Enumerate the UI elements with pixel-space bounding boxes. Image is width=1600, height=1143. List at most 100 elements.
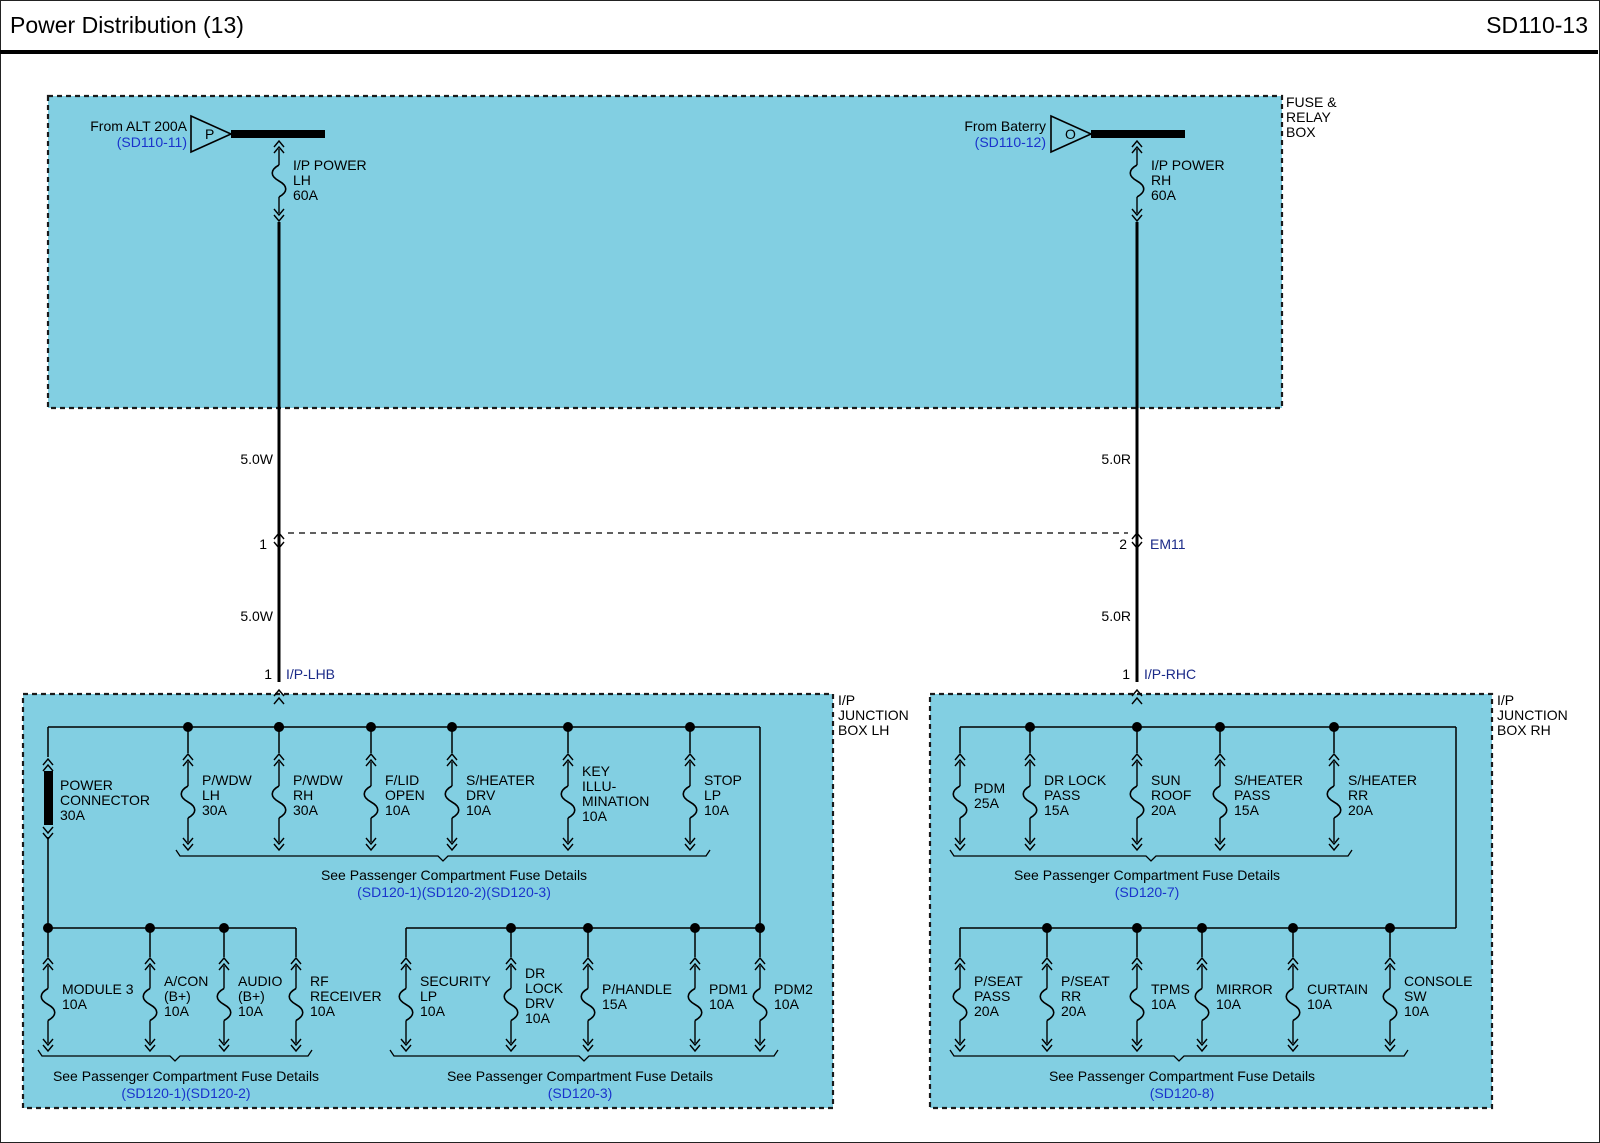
terminal-chevron [1131, 696, 1143, 705]
fuse-lh-bottom-left-label: (B+) [164, 988, 191, 1004]
junction-box-lh-label: I/P [838, 692, 855, 708]
fuse-lh-bottom-right-label: PDM2 [774, 981, 813, 997]
junction-box-lh-label: JUNCTION [838, 707, 909, 723]
junction-box-lh [21, 692, 835, 1110]
fuse-lh-bottom-left-label: 10A [310, 1003, 336, 1019]
fuse-rh-top-label: S/HEATER [1234, 772, 1303, 788]
details-note: See Passenger Compartment Fuse Details [1049, 1068, 1315, 1084]
fuse-rh-top [1212, 785, 1228, 819]
fuse-lh-top-label: LP [704, 787, 721, 803]
terminal-chevron [1131, 752, 1143, 761]
source-arrow [1050, 114, 1093, 154]
details-ref: (SD120-8) [1150, 1085, 1215, 1101]
fuse-lh-bottom-right-label: 15A [602, 996, 628, 1012]
terminal-chevron [505, 1044, 517, 1053]
terminal-chevron [1024, 843, 1036, 852]
terminal-chevron [1131, 843, 1143, 852]
terminal-chevron [954, 1044, 966, 1053]
terminal-chevron [1131, 956, 1143, 965]
fuse-lh-top-label: P/WDW [202, 772, 253, 788]
connector-pin: 1 [1122, 666, 1130, 682]
fuse-lh-bottom-left-label: RF [310, 973, 329, 989]
fuse-lh-top-label: S/HEATER [466, 772, 535, 788]
terminal-chevron [42, 1038, 54, 1047]
terminal-chevron [1196, 962, 1208, 971]
terminal-chevron [144, 962, 156, 971]
terminal-chevron [273, 214, 285, 223]
fuse-rh-top-label: SUN [1151, 772, 1181, 788]
fuse-lh-top [363, 785, 379, 819]
fuse-rh-bottom [1285, 987, 1301, 1022]
terminal-chevron [400, 962, 412, 971]
fuse-lh-top-label: 10A [582, 808, 608, 824]
terminal-chevron [273, 531, 285, 540]
fuse-rh-top-label: 15A [1234, 802, 1260, 818]
main-fuse [1129, 164, 1145, 198]
fuse-lh-top-label: RH [293, 787, 313, 803]
fuse-relay-box-label: RELAY [1286, 109, 1332, 125]
details-note: See Passenger Compartment Fuse Details [321, 867, 587, 883]
details-bracket [949, 849, 1353, 862]
junction-box-rh-label: I/P [1497, 692, 1514, 708]
fuse-lh-bottom-left-label: AUDIO [238, 973, 282, 989]
fuse-rh-top [1129, 785, 1145, 819]
source-symbol: P [205, 126, 214, 142]
fuse-lh-top-label: DRV [466, 787, 496, 803]
terminal-chevron [954, 1038, 966, 1047]
main-fuse-label: 60A [293, 187, 319, 203]
fuse-rh-bottom-label: CONSOLE [1404, 973, 1472, 989]
page-code: SD110-13 [1486, 12, 1588, 38]
terminal-chevron [144, 956, 156, 965]
terminal-chevron [446, 752, 458, 761]
main-fuse-label: LH [293, 172, 311, 188]
fuse-lh-bottom-right-label: 10A [709, 996, 735, 1012]
main-fuse [271, 164, 287, 198]
terminal-chevron [273, 139, 285, 148]
fuse-rh-bottom [952, 987, 968, 1022]
terminal-chevron [1214, 752, 1226, 761]
fuse-lh-bottom-right [752, 987, 768, 1022]
terminal-chevron [218, 956, 230, 965]
terminal-chevron [1384, 1044, 1396, 1053]
terminal-chevron [582, 956, 594, 965]
fuse-lh-top [180, 785, 196, 819]
fuse-rh-top-label: 25A [974, 795, 1000, 811]
terminal-chevron [400, 1038, 412, 1047]
terminal-chevron [42, 826, 54, 835]
page-title: Power Distribution (13) [10, 12, 244, 38]
fuse-lh-top [444, 785, 460, 819]
terminal-chevron [582, 1044, 594, 1053]
main-fuse-label: I/P POWER [1151, 157, 1225, 173]
terminal-chevron [562, 837, 574, 846]
fuse-lh-bottom-left [288, 987, 304, 1022]
fuse-rh-bottom-label: 10A [1404, 1003, 1430, 1019]
terminal-chevron [1131, 145, 1143, 154]
details-note: See Passenger Compartment Fuse Details [447, 1068, 713, 1084]
fuse-rh-top [1326, 785, 1342, 819]
source-ref: (SD110-12) [975, 134, 1046, 150]
terminal-chevron [1131, 541, 1143, 550]
terminal-chevron [144, 1038, 156, 1047]
details-note: See Passenger Compartment Fuse Details [1014, 867, 1280, 883]
connector-name: I/P-LHB [286, 666, 335, 682]
page-header: Power Distribution (13) SD110-13 [0, 0, 1598, 54]
terminal-chevron [273, 145, 285, 154]
fuse-rh-top-label: RR [1348, 787, 1368, 803]
fuse-lh-top [271, 785, 287, 819]
fuse-rh-top [1022, 785, 1038, 819]
terminal-chevron [1024, 837, 1036, 846]
fuse-rh-bottom-label: P/SEAT [1061, 973, 1110, 989]
terminal-chevron [290, 962, 302, 971]
details-note: See Passenger Compartment Fuse Details [53, 1068, 319, 1084]
fuse-lh-top [560, 785, 576, 819]
fuse-lh-top-label: F/LID [385, 772, 419, 788]
terminal-chevron [689, 956, 701, 965]
fuse-rh-bottom-label: P/SEAT [974, 973, 1023, 989]
fuse-rh-bottom-label: 10A [1216, 996, 1242, 1012]
terminal-chevron [446, 837, 458, 846]
terminal-chevron [290, 956, 302, 965]
terminal-chevron [365, 758, 377, 767]
junction-box-lh-label: BOX LH [838, 722, 889, 738]
terminal-chevron [954, 843, 966, 852]
